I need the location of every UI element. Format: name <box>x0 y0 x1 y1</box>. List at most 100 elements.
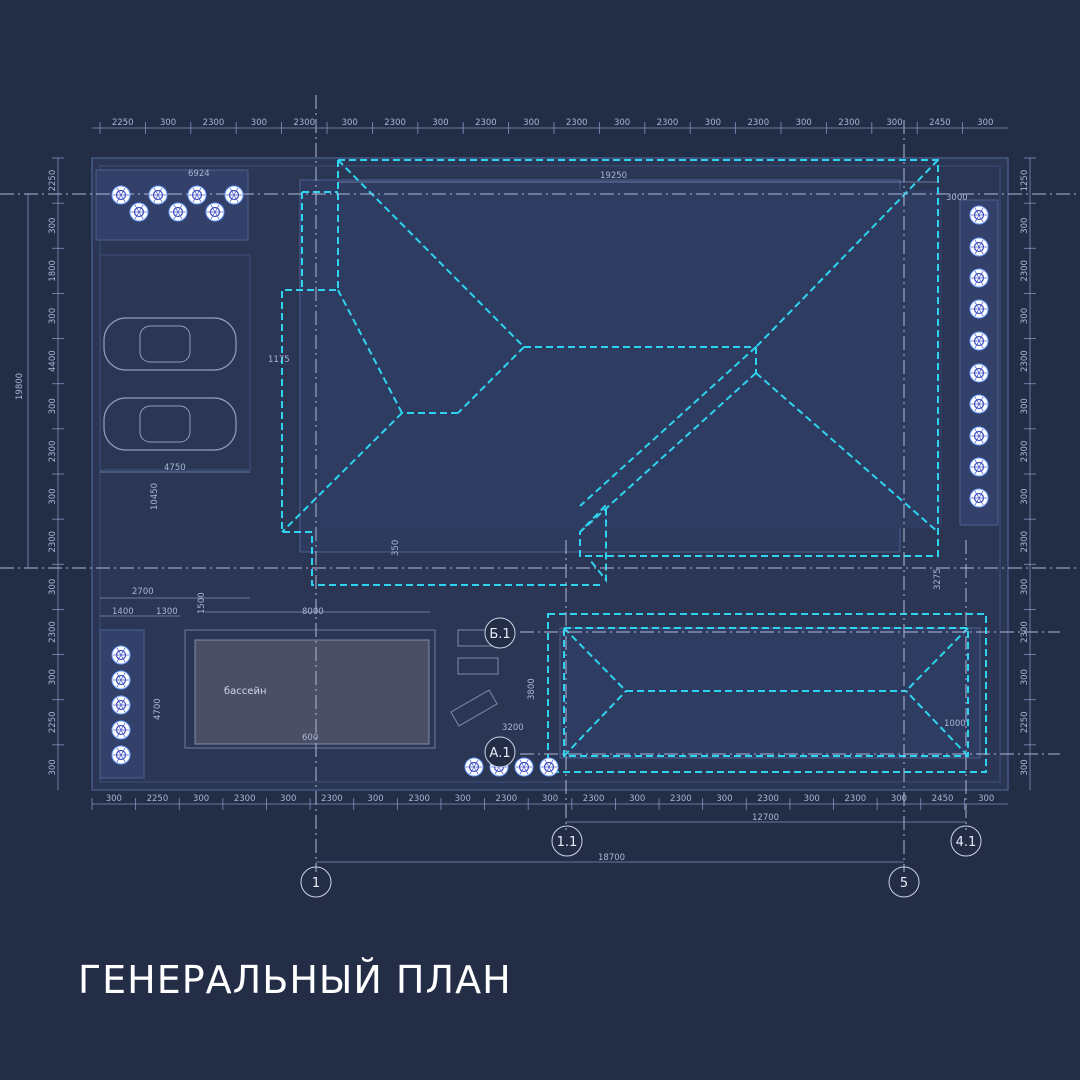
pool-label: бассейн <box>224 686 266 697</box>
dim-label: 2300 <box>1020 260 1030 282</box>
dim-label: 2450 <box>932 794 954 804</box>
dim-label: 300 <box>705 118 721 128</box>
dim-label: 2300 <box>48 621 58 643</box>
dim-label: 300 <box>1020 308 1030 324</box>
dim-2700: 2700 <box>132 587 154 597</box>
lounger-2 <box>457 657 499 675</box>
dim-label: 4400 <box>48 350 58 372</box>
dim-label: 2300 <box>475 118 497 128</box>
dim-label: 300 <box>432 118 448 128</box>
dim-label: 300 <box>1020 218 1030 234</box>
axis-bubble-5-label: 5 <box>900 876 908 891</box>
dim-label: 300 <box>542 794 558 804</box>
pool <box>194 639 430 745</box>
axis-bubble-1: 1 <box>300 866 332 898</box>
tree-icon <box>969 268 989 288</box>
dim-label: 300 <box>280 794 296 804</box>
dim-label: 2300 <box>496 794 518 804</box>
dim-label: 300 <box>48 218 58 234</box>
dim-label: 2250 <box>1020 711 1030 733</box>
dim-label: 300 <box>1020 669 1030 685</box>
tree-icon <box>111 670 131 690</box>
tree-icon <box>129 202 149 222</box>
dim-label: 300 <box>251 118 267 128</box>
tree-icon <box>969 457 989 477</box>
dim-3000: 3000 <box>946 193 968 203</box>
dim-12700: 12700 <box>752 813 779 823</box>
dim-label: 300 <box>1020 398 1030 414</box>
tree-icon <box>111 720 131 740</box>
dim-label: 1800 <box>48 260 58 282</box>
tree-icon <box>969 426 989 446</box>
dim-label: 2300 <box>1020 350 1030 372</box>
dim-1300: 1300 <box>156 607 178 617</box>
dim-19250: 19250 <box>600 171 627 181</box>
dim-label: 300 <box>48 669 58 685</box>
tree-icon <box>514 757 534 777</box>
dim-label: 300 <box>106 794 122 804</box>
dim-label: 2300 <box>48 441 58 463</box>
dim-label: 2300 <box>384 118 406 128</box>
dim-label: 300 <box>978 794 994 804</box>
parking-area <box>99 254 251 471</box>
dim-4750: 4750 <box>164 463 186 473</box>
dim-label: 2300 <box>845 794 867 804</box>
dim-label: 300 <box>977 118 993 128</box>
dim-label: 300 <box>1020 488 1030 504</box>
dim-label: 2300 <box>293 118 315 128</box>
tree-icon <box>969 394 989 414</box>
tree-icon <box>464 757 484 777</box>
dim-label: 300 <box>48 579 58 595</box>
tree-icon <box>205 202 225 222</box>
dim-label: 300 <box>891 794 907 804</box>
dim-label: 2300 <box>1020 531 1030 553</box>
axis-bubble-b1-label: Б.1 <box>489 627 510 642</box>
tree-icon <box>969 237 989 257</box>
dim-label: 300 <box>48 759 58 775</box>
dim-label: 300 <box>48 398 58 414</box>
dim-label: 300 <box>193 794 209 804</box>
axis-bubble-4-1-label: 4.1 <box>956 835 977 850</box>
tree-icon <box>969 205 989 225</box>
lounger-3 <box>450 689 498 727</box>
dim-label: 300 <box>48 488 58 504</box>
page-title: ГЕНЕРАЛЬНЫЙ ПЛАН <box>78 958 512 1002</box>
tree-icon <box>111 645 131 665</box>
dim-3275: 3275 <box>933 568 943 590</box>
dim-6924: 6924 <box>188 169 210 179</box>
dim-label: 2300 <box>757 794 779 804</box>
dim-8000: 8000 <box>302 607 324 617</box>
tree-icon <box>969 488 989 508</box>
tree-icon <box>168 202 188 222</box>
dim-label: 300 <box>367 794 383 804</box>
axis-bubble-b1: Б.1 <box>484 617 516 649</box>
dim-label: 300 <box>342 118 358 128</box>
dim-label: 2300 <box>838 118 860 128</box>
axis-bubble-a1: А.1 <box>484 736 516 768</box>
dim-label: 2300 <box>321 794 343 804</box>
tree-icon <box>539 757 559 777</box>
annex-roof-outline <box>547 613 987 773</box>
tree-icon <box>969 331 989 351</box>
dim-1175: 1175 <box>268 355 290 365</box>
dim-label: 2250 <box>48 170 58 192</box>
annex-roof-fill <box>559 627 981 759</box>
tree-icon <box>187 185 207 205</box>
dim-4700: 4700 <box>153 698 163 720</box>
axis-bubble-5: 5 <box>888 866 920 898</box>
axis-bubble-4-1: 4.1 <box>950 825 982 857</box>
dim-label: 300 <box>1020 579 1030 595</box>
car-2 <box>103 397 237 451</box>
right-dimensions: 1250300230030023003002300300230030023003… <box>1020 157 1036 776</box>
dim-label: 300 <box>1020 759 1030 775</box>
dim-350: 350 <box>391 540 401 556</box>
tree-icon <box>111 745 131 765</box>
tree-icon <box>969 299 989 319</box>
dim-label: 300 <box>48 308 58 324</box>
dim-label: 300 <box>804 794 820 804</box>
axis-bubble-1-1: 1.1 <box>551 825 583 857</box>
dim-label: 300 <box>160 118 176 128</box>
dim-18700: 18700 <box>598 853 625 863</box>
